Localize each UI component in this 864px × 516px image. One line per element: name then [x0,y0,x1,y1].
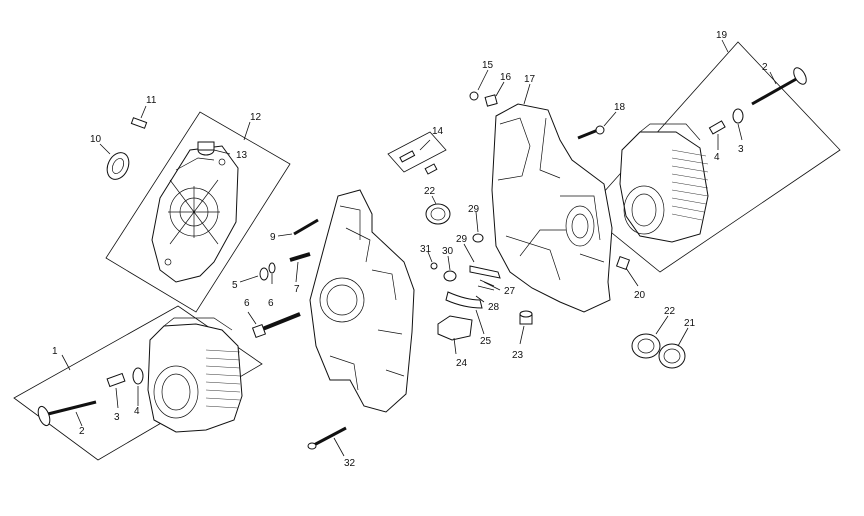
breather-cap-13 [197,141,231,156]
callout-30: 30 [442,246,454,257]
seal-22-upper [425,195,451,225]
callout-28: 28 [488,302,500,313]
fitting-20 [615,255,639,287]
callout-24: 24 [456,358,468,369]
plug-23 [519,310,533,345]
callout-2-right: 2 [762,62,768,73]
callout-6-a: 6 [244,298,250,309]
crankcase-half-center [309,189,415,413]
cylinder-left-1 [147,317,243,433]
callout-31: 31 [420,244,432,255]
parts-15-16 [469,69,505,107]
callout-3-right: 3 [738,144,744,155]
callout-4-right: 4 [714,152,720,163]
valve-parts-3-4-left [106,367,144,409]
callout-11: 11 [146,95,157,106]
callout-14: 14 [432,126,444,137]
small-parts-29-31 [427,211,501,291]
screw-11 [130,105,148,129]
bearing-parts-24-28 [437,281,501,355]
group-box-19 [585,39,841,273]
callout-10: 10 [90,134,102,145]
callout-13: 13 [236,150,248,161]
callout-32: 32 [344,458,356,469]
hardware-5-6-7 [239,252,311,284]
callout-15: 15 [482,60,494,71]
valve-2-right [751,67,807,106]
bolt-9 [277,218,319,237]
crankcase-half-right-17 [491,83,613,313]
callout-27: 27 [504,286,516,297]
callout-4-left: 4 [134,406,140,417]
bolt-6 [247,311,301,339]
callout-labels: 1 2 3 4 5 6 6 7 9 10 11 12 13 14 15 16 1… [52,30,768,469]
callout-20: 20 [634,290,646,301]
callout-18: 18 [614,102,626,113]
seal-ring-10 [99,143,130,180]
valve-2-left [37,400,97,427]
valve-parts-3-4-right [708,108,744,150]
callout-7: 7 [294,284,300,295]
callout-1: 1 [52,346,58,357]
callout-6-b: 6 [268,298,274,309]
callout-17: 17 [524,74,536,85]
screw-18 [577,111,617,140]
callout-5: 5 [232,280,238,291]
callout-21: 21 [684,318,696,329]
callout-22-center: 22 [424,186,436,197]
callout-29-top: 29 [468,204,480,215]
callout-2-left: 2 [79,426,85,437]
cylinder-right-19 [619,123,709,243]
callout-29-mid: 29 [456,234,468,245]
callout-3-left: 3 [114,412,120,423]
callout-19: 19 [716,30,728,41]
group-box-1 [13,305,263,461]
pin-set-14 [387,131,447,175]
callout-12: 12 [250,112,262,123]
callout-9: 9 [270,232,276,243]
callout-25: 25 [480,336,492,347]
bolt-32 [307,426,347,457]
callout-23: 23 [512,350,524,361]
gear-cover-12 [151,145,239,283]
seals-21-22-lower [631,315,689,369]
callout-16: 16 [500,72,512,83]
callout-22-right: 22 [664,306,676,317]
group-box-12 [105,111,291,313]
